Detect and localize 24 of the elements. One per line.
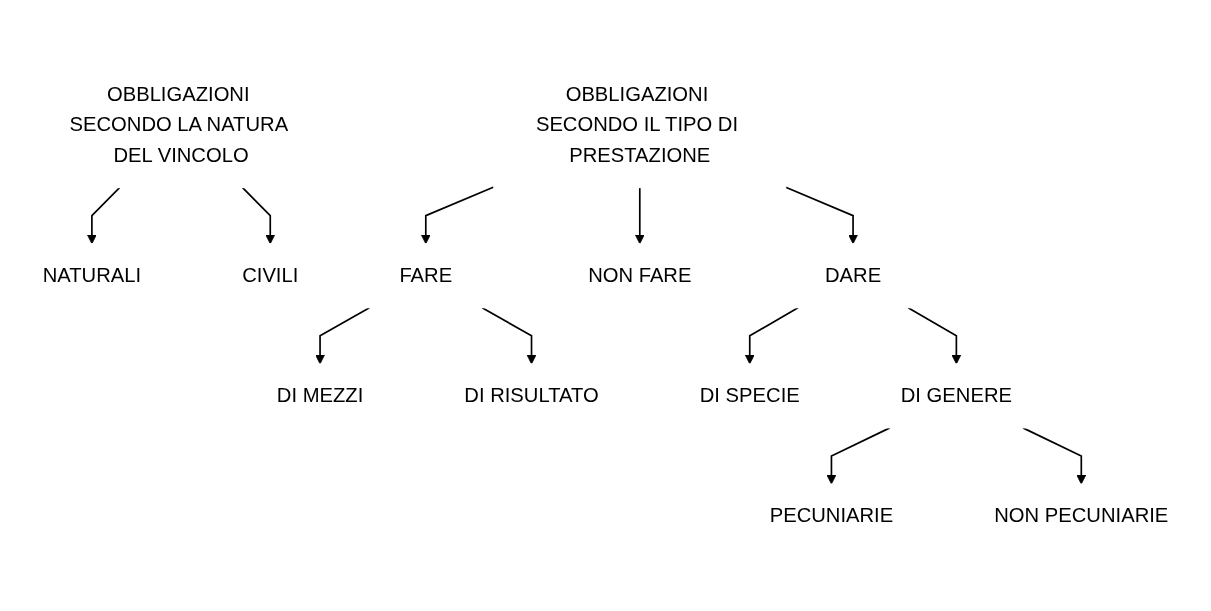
arrow <box>1022 427 1087 485</box>
arrow <box>315 306 371 365</box>
arrow <box>634 186 645 245</box>
arrow <box>784 186 858 245</box>
arrow <box>420 186 495 245</box>
node-text: FARE <box>399 263 453 287</box>
arrow <box>241 186 276 245</box>
arrow <box>481 306 537 365</box>
node-text: CIVILI <box>242 263 299 287</box>
node-text: DARE <box>824 263 882 287</box>
node-text: NON FARE <box>588 263 692 287</box>
node-text: DI GENERE <box>900 384 1012 407</box>
node-text: OBBLIGAZIONI SECONDO IL TIPO DI PRESTAZIONE <box>535 83 739 167</box>
arrow <box>907 306 962 365</box>
node-text: DI RISULTATO <box>464 384 599 407</box>
node-text: PECUNIARIE <box>769 504 894 527</box>
node-text: NON PECUNIARIE <box>994 504 1169 527</box>
node-text: NATURALI <box>42 263 142 287</box>
arrow <box>86 186 121 245</box>
node-text: OBBLIGAZIONI SECONDO LA NATURA DEL VINCOLO <box>69 83 288 167</box>
node-text: DI SPECIE <box>699 384 800 407</box>
arrow <box>744 306 799 365</box>
node-text: DI MEZZI <box>276 384 364 407</box>
arrow <box>826 427 891 485</box>
